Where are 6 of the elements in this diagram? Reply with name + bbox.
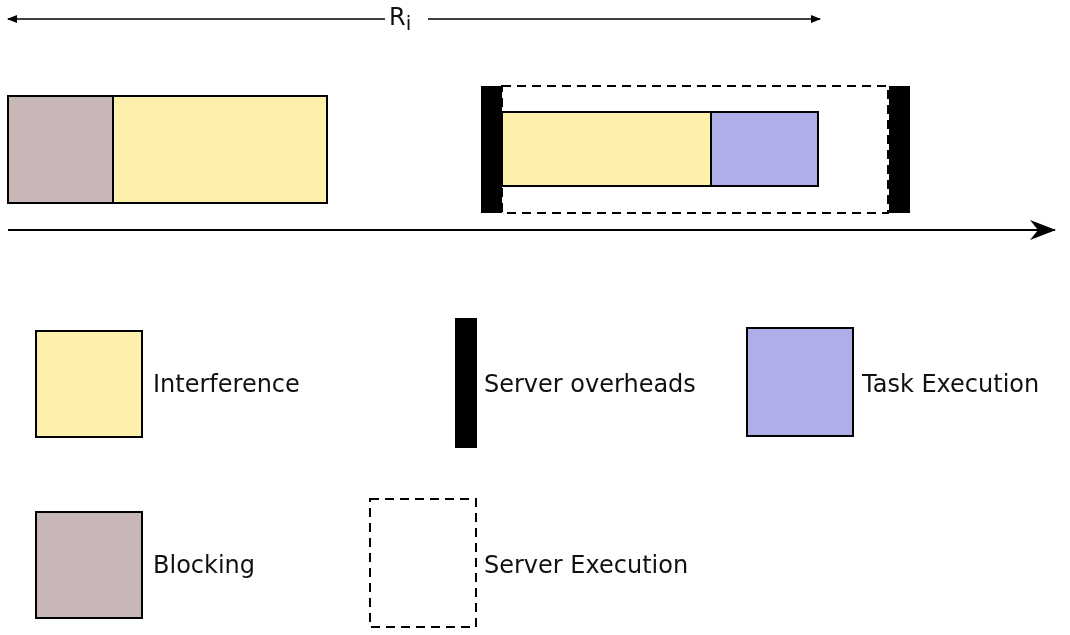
- legend-label: Task Execution: [862, 370, 1040, 398]
- legend-label: Server overheads: [484, 370, 696, 398]
- legend-label: Blocking: [153, 551, 256, 579]
- legend-label: Server Execution: [484, 551, 689, 579]
- dimension-label: R$_{i}$: [389, 2, 412, 36]
- legend-label: Interference: [153, 370, 300, 398]
